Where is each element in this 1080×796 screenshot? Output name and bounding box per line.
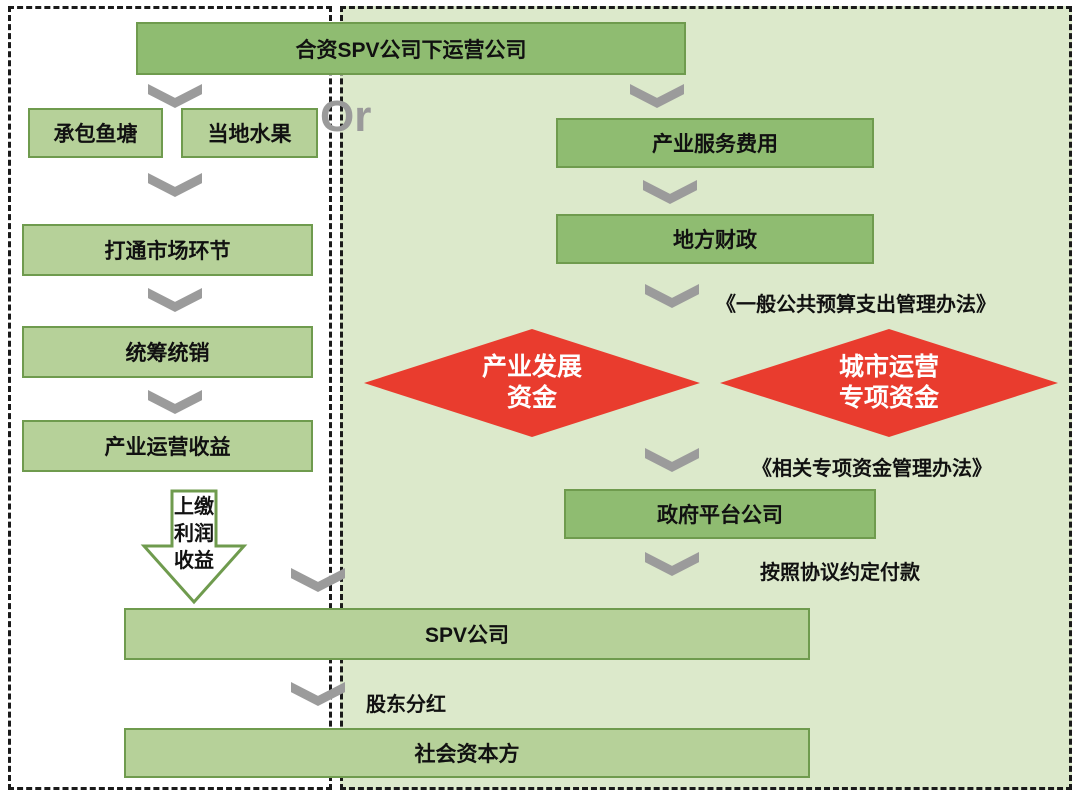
industry-fund-line-1: 产业发展	[481, 352, 582, 381]
profit-line-3: 收益	[174, 550, 214, 572]
unified-sales-box: 统筹统销	[22, 326, 313, 378]
special-fund-note: 《相关专项资金管理办法》	[752, 458, 992, 480]
operation-income-box: 产业运营收益	[22, 420, 313, 472]
operating-company-box: 合资SPV公司下运营公司	[136, 22, 686, 75]
market-link-box: 打通市场环节	[22, 224, 313, 276]
local-fruit-box: 当地水果	[181, 108, 318, 158]
city-fund-line-2: 专项资金	[838, 384, 939, 412]
budget-management-note: 《一般公共预算支出管理办法》	[716, 294, 996, 316]
city-fund-line-1: 城市运营	[838, 352, 939, 381]
social-capital-box: 社会资本方	[124, 728, 810, 778]
or-label: Or	[320, 92, 372, 141]
profit-line-2: 利润	[174, 523, 214, 545]
industry-fund-line-2: 资金	[506, 384, 557, 412]
service-fee-box: 产业服务费用	[556, 118, 874, 168]
fish-pond-box: 承包鱼塘	[28, 108, 163, 158]
local-finance-box: 地方财政	[556, 214, 874, 264]
profit-down-arrow-shape	[140, 489, 248, 605]
payment-agreement-note: 按照协议约定付款	[760, 562, 920, 584]
spv-company-box: SPV公司	[124, 608, 810, 660]
gov-platform-box: 政府平台公司	[564, 489, 876, 539]
dividend-note: 股东分红	[366, 694, 446, 716]
profit-arrow-label: 上缴 利润 收益	[138, 494, 250, 575]
profit-line-1: 上缴	[174, 496, 214, 518]
